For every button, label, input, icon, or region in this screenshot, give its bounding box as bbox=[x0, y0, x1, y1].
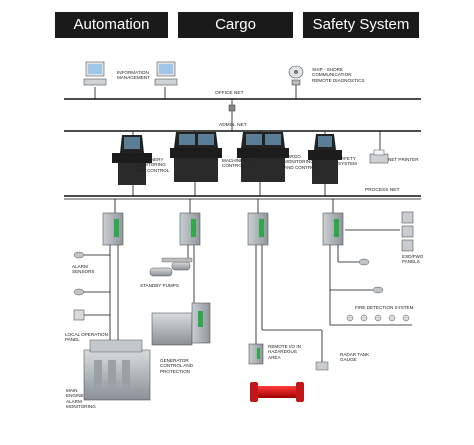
generator-control-label: GENERATOR CONTROL AND PROTECTION bbox=[160, 358, 194, 374]
admin-net-label: ADMIN. NET bbox=[219, 123, 247, 128]
io-cabinet-icon bbox=[248, 343, 264, 365]
hub-icon bbox=[291, 79, 301, 86]
satellite-dish-icon bbox=[288, 65, 304, 79]
header-cargo-automation: Cargo Automation bbox=[178, 12, 293, 59]
sensor-icon bbox=[358, 258, 370, 266]
io-cabinet-icon bbox=[179, 212, 201, 246]
fire-detector-icon bbox=[360, 314, 368, 322]
panel-icon bbox=[401, 225, 414, 238]
net-printer-label: NET PRINTER bbox=[388, 157, 419, 162]
io-cabinet-icon bbox=[102, 212, 124, 246]
panel-icon bbox=[401, 211, 414, 224]
cargo-monitoring-label: CARGO MONITORING AND CONTROL bbox=[284, 154, 318, 170]
machinery-control-label: MACHINERY CONTROL bbox=[222, 158, 250, 169]
main-engine-label: MAIN ENGINE ALARM MONITORING bbox=[66, 388, 96, 410]
operator-console-icon bbox=[237, 132, 289, 182]
io-cabinet-icon bbox=[322, 212, 344, 246]
office-net-label: OFFICE NET bbox=[215, 91, 244, 96]
io-cabinet-icon bbox=[247, 212, 269, 246]
standby-pumps-label: STANDBY PUMPS bbox=[140, 283, 179, 288]
information-management-label: INFORMATION MANAGEMENT bbox=[117, 70, 150, 81]
fire-detector-icon bbox=[402, 314, 410, 322]
sensor-icon bbox=[372, 286, 384, 294]
header-safety-system: Safety System bbox=[303, 12, 419, 38]
ship-shore-label: SHIP - SHORE COMMUNICATION REMOTE DIAGNO… bbox=[312, 67, 365, 83]
fire-detector-icon bbox=[374, 314, 382, 322]
workstation-icon bbox=[154, 61, 178, 86]
header-automation: Automation bbox=[55, 12, 168, 38]
sensor-icon bbox=[73, 251, 85, 259]
operator-console-icon bbox=[112, 135, 152, 185]
radar-tank-gauge-label: RADAR TANK GAUGE bbox=[340, 352, 370, 363]
workstation-icon bbox=[83, 61, 107, 86]
generator-icon bbox=[151, 302, 211, 346]
panel-icon bbox=[73, 309, 85, 321]
safety-system-label: SAFETY SYSTEM bbox=[338, 156, 357, 167]
engine-icon bbox=[83, 339, 151, 401]
hub-icon bbox=[228, 104, 236, 112]
sensor-icon bbox=[73, 288, 85, 296]
process-net-label: PROCESS NET bbox=[365, 188, 400, 193]
alarm-sensors-label: ALARM SENSORS bbox=[72, 264, 95, 275]
esd-panels-label: ESD/FWG PANELS bbox=[402, 254, 424, 265]
local-operation-panel-label: LOCAL OPERATION PANEL bbox=[65, 332, 108, 343]
network-lines bbox=[64, 84, 421, 400]
operator-console-icon bbox=[308, 134, 342, 184]
radar-gauge-icon bbox=[315, 361, 329, 371]
printer-icon bbox=[369, 149, 389, 164]
fire-detection-label: FIRE DETECTION SYSTEM bbox=[355, 305, 414, 310]
machinery-monitoring-label: MACHINERY MONITORING AND CONTROL bbox=[136, 157, 170, 173]
operator-console-icon bbox=[170, 132, 222, 182]
fire-detector-icon bbox=[346, 314, 354, 322]
fire-detector-icon bbox=[388, 314, 396, 322]
remote-io-label: REMOTE I/O IN HAZARDOUS AREA bbox=[268, 344, 301, 360]
pump-icon bbox=[149, 257, 193, 277]
pipeline-icon bbox=[250, 382, 304, 402]
panel-icon bbox=[401, 239, 414, 252]
